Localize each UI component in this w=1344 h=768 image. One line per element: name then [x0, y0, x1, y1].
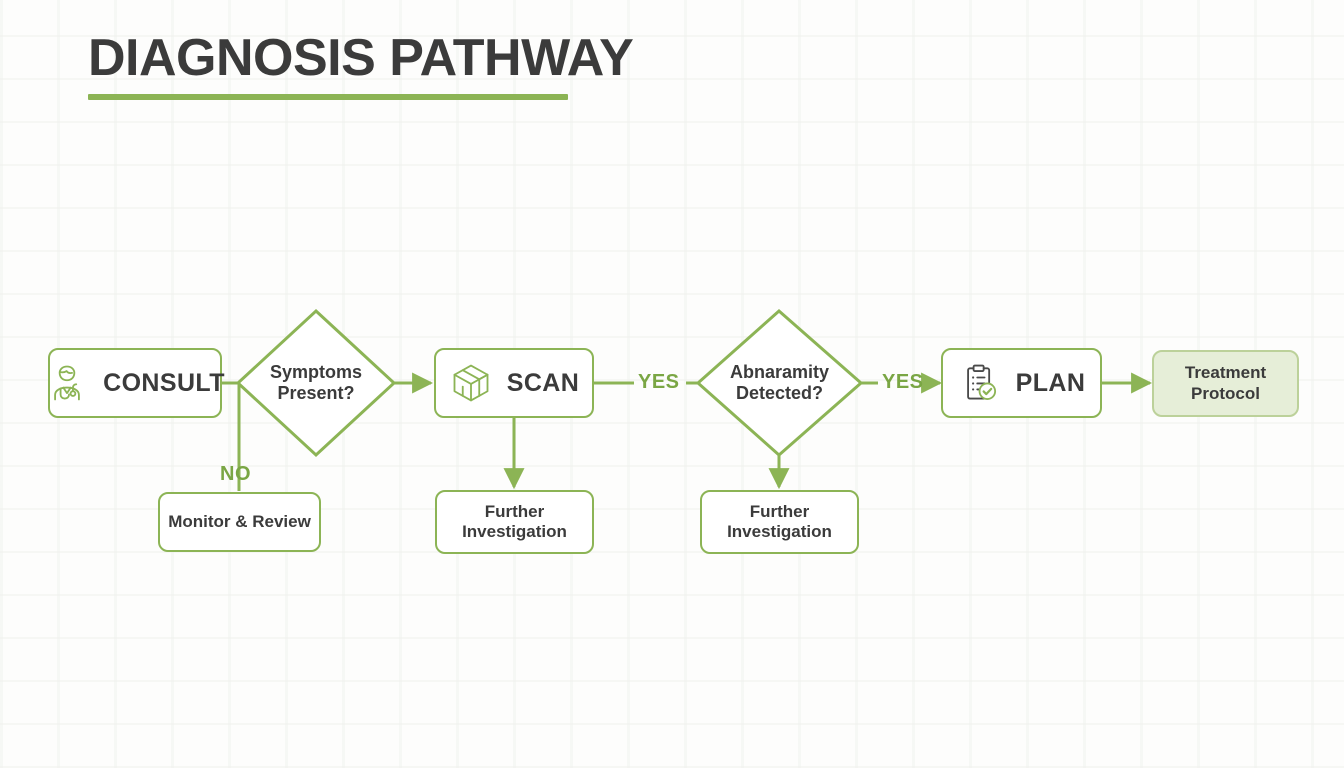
node-consult-label: CONSULT — [103, 368, 225, 397]
decision-node-symptoms[interactable]: Symptoms Present? — [238, 311, 394, 455]
node-further-investigation-1[interactable]: Further Investigation — [435, 490, 594, 554]
decision-abnormality-label: Abnaramity Detected? — [698, 311, 861, 455]
node-monitor-review-label: Monitor & Review — [168, 511, 311, 531]
clipboard-check-icon — [966, 364, 996, 400]
node-treatment-line2: Protocol — [1191, 383, 1260, 403]
title-block: DIAGNOSIS PATHWAY — [88, 29, 634, 100]
decision-symptoms-line1: Symptoms — [269, 361, 363, 382]
node-plan-label: PLAN — [1015, 368, 1086, 397]
decision-node-abnormality[interactable]: Abnaramity Detected? — [698, 311, 861, 455]
decision-abnormality-line2: Detected? — [735, 383, 824, 403]
node-monitor-review[interactable]: Monitor & Review — [158, 492, 321, 552]
diamond-symptoms-shape — [235, 308, 397, 458]
decision-symptoms-line2: Present? — [277, 383, 355, 403]
node-treatment-protocol[interactable]: Treatment Protocol — [1152, 350, 1299, 417]
node-treatment-line1: Treatment — [1184, 363, 1267, 383]
edge-label-no: NO — [220, 463, 251, 485]
node-further-investigation-2[interactable]: Further Investigation — [700, 490, 859, 554]
edge-label-yes-1: YES — [638, 371, 680, 393]
node-further-1-line2: Investigation — [462, 522, 567, 541]
edge-label-yes-2: YES — [882, 371, 924, 393]
node-consult[interactable]: CONSULT — [48, 348, 225, 418]
node-further-2-line1: Further — [749, 501, 810, 521]
node-scan[interactable]: SCAN — [434, 348, 594, 418]
decision-symptoms-label: Symptoms Present? — [238, 311, 394, 455]
cube-box-icon — [453, 364, 489, 402]
diamond-abnormal-shape — [695, 308, 864, 458]
doctor-stethoscope-icon — [54, 365, 80, 401]
node-plan[interactable]: PLAN — [941, 348, 1102, 418]
title-underline — [88, 94, 568, 100]
page-title: DIAGNOSIS PATHWAY — [88, 29, 634, 87]
node-further-2-line2: Investigation — [727, 522, 832, 541]
node-further-1-line1: Further — [484, 501, 545, 521]
node-scan-label: SCAN — [506, 368, 580, 397]
decision-abnormality-line1: Abnaramity — [729, 361, 830, 382]
